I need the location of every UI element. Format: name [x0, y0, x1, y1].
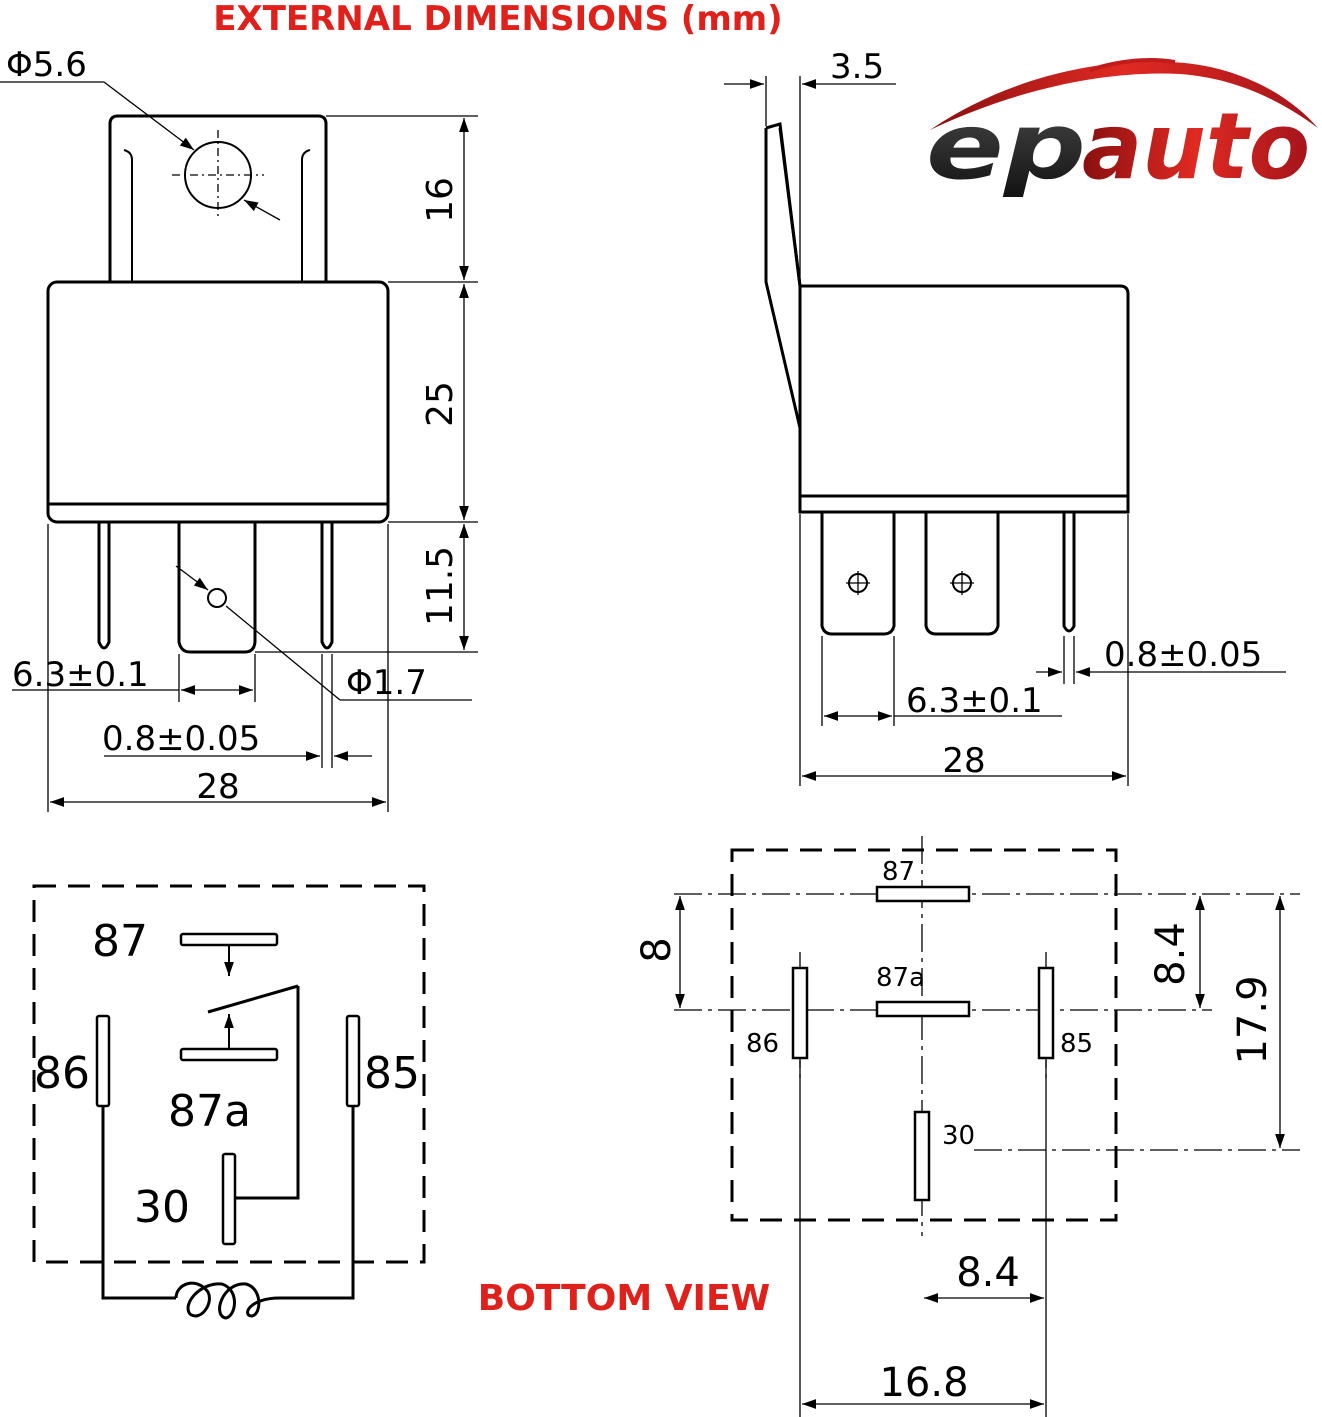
- dim-pin-thickness: 0.8±0.05: [102, 719, 260, 759]
- dim-side-blade-width: 6.3±0.1: [906, 681, 1043, 721]
- dim-side-pin-thickness: 0.8±0.05: [1104, 635, 1262, 675]
- brand-logo: ep auto: [926, 58, 1318, 200]
- side-blade-1: [820, 512, 896, 636]
- side-blade-2: [924, 512, 1000, 636]
- bottom-label-30: 30: [942, 1121, 975, 1151]
- dim-side-body-width: 28: [942, 741, 985, 781]
- blade-30-front: [177, 522, 257, 654]
- dim-86-to-85: 16.8: [879, 1360, 968, 1406]
- dim-pin-hole-diameter: Φ1.7: [346, 663, 427, 703]
- dim-pin-length: 11.5: [420, 546, 461, 626]
- dim-hole-diameter: Φ5.6: [6, 45, 87, 85]
- page-title: EXTERNAL DIMENSIONS (mm): [213, 0, 782, 39]
- relay-body: [46, 280, 390, 524]
- bottom-pin-85: [1037, 966, 1055, 1060]
- blade-hole: [207, 588, 227, 608]
- dim-87-to-87a: 8: [634, 937, 680, 962]
- dim-bracket-height: 16: [420, 177, 461, 223]
- dim-30-to-85: 8.4: [956, 1250, 1020, 1296]
- side-body: [798, 284, 1130, 514]
- bottom-pin-30: [913, 1110, 931, 1202]
- bottom-label-87a: 87a: [876, 963, 925, 993]
- dim-87-to-coil: 8.4: [1148, 922, 1194, 986]
- brand-suffix: auto: [1082, 93, 1310, 200]
- pin-85-front: [320, 522, 334, 650]
- dim-bracket-thickness: 3.5: [830, 47, 884, 87]
- bottom-label-87: 87: [882, 857, 915, 887]
- bottom-view: 87 87a 86 85 30 8 8.4 17.9 8.4 16.8: [634, 836, 1300, 1417]
- schematic-label-85: 85: [364, 1048, 420, 1099]
- pin-86-front: [97, 522, 111, 650]
- coil-icon: [174, 1281, 281, 1320]
- schematic-label-30: 30: [134, 1182, 190, 1233]
- bottom-pin-86: [791, 966, 809, 1060]
- dim-87-to-30: 17.9: [1230, 975, 1276, 1064]
- side-pin: [1062, 512, 1076, 633]
- bottom-pin-87a: [875, 1000, 971, 1018]
- dim-body-width: 28: [196, 767, 239, 807]
- bottom-label-85: 85: [1060, 1029, 1093, 1059]
- schematic-label-87a: 87a: [168, 1086, 251, 1137]
- dim-body-height: 25: [420, 381, 461, 427]
- wiring-schematic: 87 86 85 87a 30: [32, 884, 426, 1320]
- bottom-pin-87: [875, 885, 971, 903]
- schematic-label-87: 87: [92, 916, 148, 967]
- front-view: Φ5.6 16 25 11.5 Φ1.7 6.3±0.1 0.8±0.05: [0, 45, 478, 812]
- bottom-view-label: BOTTOM VIEW: [478, 1278, 771, 1319]
- dim-blade-width: 6.3±0.1: [12, 655, 149, 695]
- mounting-bracket: [108, 114, 328, 282]
- brand-prefix: ep: [926, 93, 1086, 200]
- schematic-outline: [32, 884, 426, 1264]
- side-view: 3.5 0.8±0.05 6.3±0.1 28: [724, 47, 1286, 786]
- bottom-outline: [730, 848, 1118, 1222]
- schematic-label-86: 86: [34, 1048, 90, 1099]
- bottom-label-86: 86: [746, 1029, 779, 1059]
